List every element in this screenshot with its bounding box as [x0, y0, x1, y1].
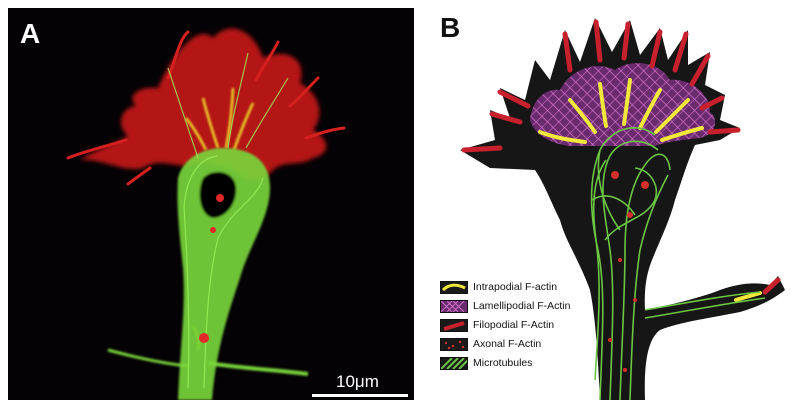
microtubules-swatch — [440, 357, 468, 370]
legend-label: Axonal F-Actin — [473, 338, 541, 350]
scale-bar — [312, 394, 408, 397]
microtubule-axon — [108, 148, 308, 400]
panel-a-label: A — [20, 20, 40, 48]
legend-label: Microtubules — [473, 357, 533, 369]
scale-bar-label: 10μm — [336, 372, 379, 392]
axonal-swatch — [440, 338, 468, 351]
legend-item: Microtubules — [440, 356, 533, 370]
panel-b-schematic: B Intrapodial F-actin Lamellipodial F-Ac… — [420, 0, 793, 400]
lamellipodial-swatch — [440, 300, 468, 313]
legend-item: Intrapodial F-actin — [440, 280, 557, 294]
panel-b-label: B — [440, 14, 460, 42]
intrapodial-swatch — [440, 281, 468, 294]
panel-a-micrograph: A 10μm — [8, 8, 414, 400]
legend-label: Lamellipodial F-Actin — [473, 300, 570, 312]
legend-label: Filopodial F-Actin — [473, 319, 554, 331]
filopodial-swatch — [440, 319, 468, 332]
legend-label: Intrapodial F-actin — [473, 281, 557, 293]
legend-item: Axonal F-Actin — [440, 337, 541, 351]
legend-item: Lamellipodial F-Actin — [440, 299, 570, 313]
legend-item: Filopodial F-Actin — [440, 318, 554, 332]
growth-cone-micrograph — [8, 8, 414, 400]
